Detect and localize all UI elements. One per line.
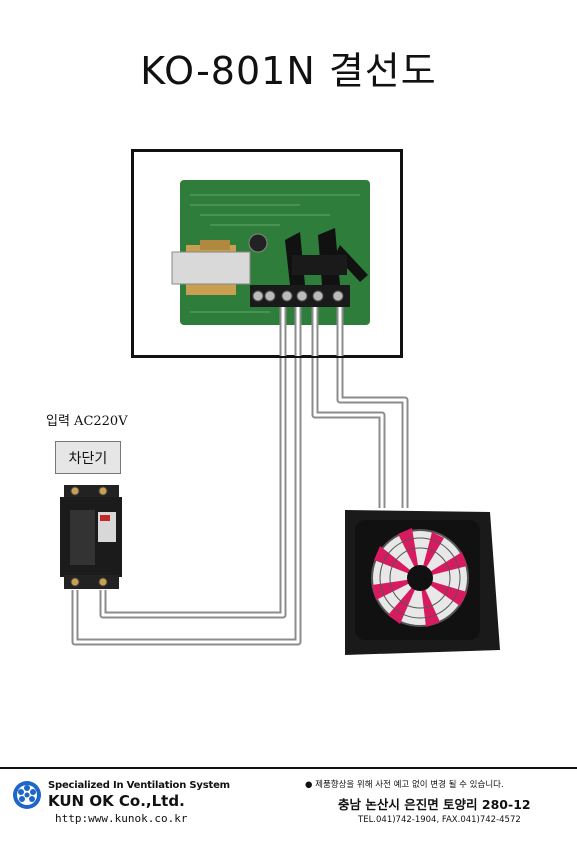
kunok-fan-logo-icon	[13, 781, 41, 809]
fan-blades	[372, 528, 467, 627]
input-voltage-label: 입력 AC220V	[46, 414, 128, 429]
notice-text: ● 제품향상을 위해 사전 예고 없이 변경 될 수 있습니다.	[305, 780, 504, 790]
circuit-breaker	[60, 485, 122, 589]
brand-tagline: Specialized In Ventilation System	[48, 780, 230, 791]
page-title: KO-801N 결선도	[140, 49, 437, 93]
exhaust-fan	[345, 510, 500, 655]
website-link[interactable]: http:www.kunok.co.kr	[55, 812, 188, 825]
control-board-frame	[131, 149, 403, 358]
contact-text: TEL.041)742-1904, FAX.041)742-4572	[358, 815, 521, 825]
address-text: 충남 논산시 은진면 토양리 280-12	[338, 797, 531, 812]
wire-breaker-1	[99, 315, 287, 619]
footer-divider	[0, 767, 577, 769]
wire-breaker-2	[71, 315, 302, 646]
breaker-button[interactable]: 차단기	[55, 441, 121, 474]
brand-company: KUN OK Co.,Ltd.	[48, 792, 185, 810]
